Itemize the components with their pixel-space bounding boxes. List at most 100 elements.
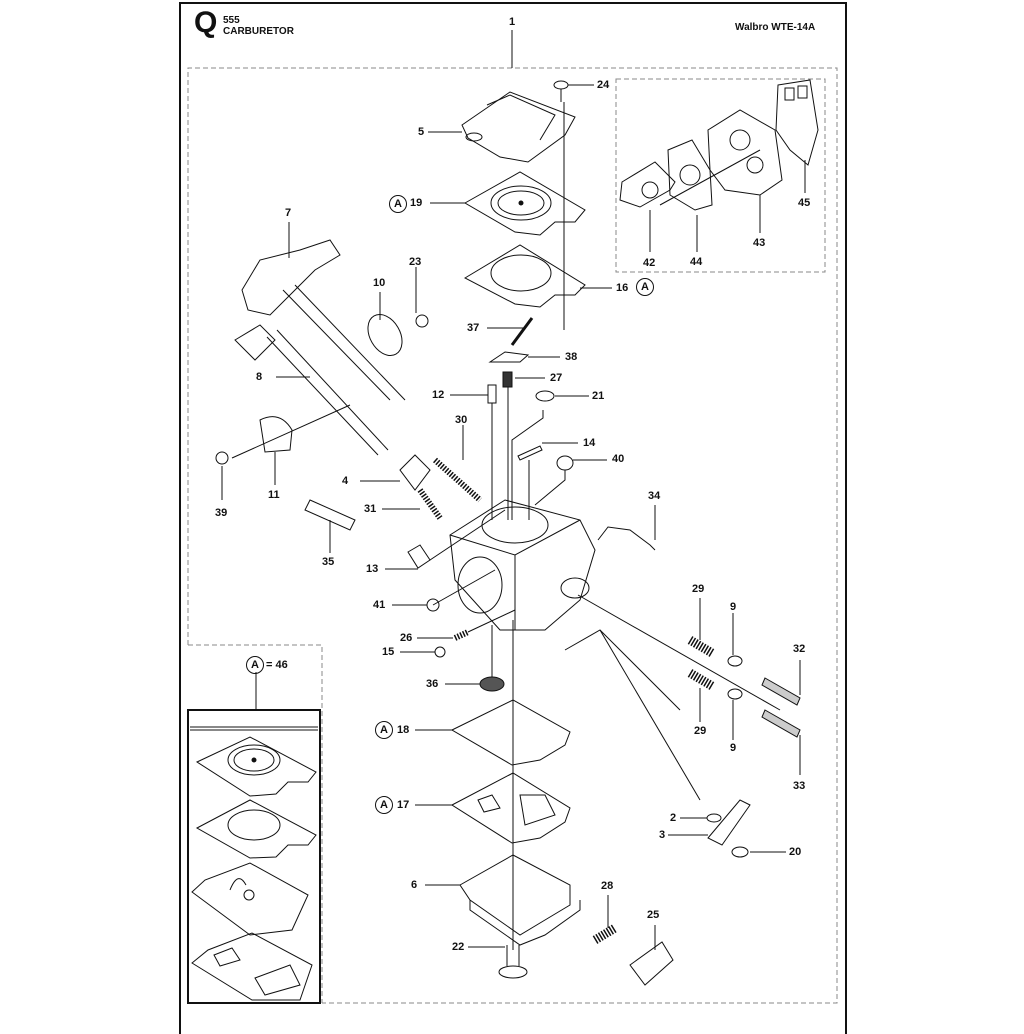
intake-flange-gasket-42 [619, 161, 676, 208]
spring-31 [417, 488, 443, 520]
lever-screw-21 [535, 390, 555, 402]
pump-cover-part [461, 91, 576, 163]
intake-gasket-45 [775, 79, 819, 166]
adjusting-screw-25 [629, 941, 674, 986]
carburetor-model: Walbro WTE-14A [735, 22, 816, 33]
callout-17[interactable]: 17 [397, 799, 410, 811]
callout-36[interactable]: 36 [426, 678, 439, 690]
callout-28[interactable]: 28 [601, 880, 614, 892]
metering-cover-6 [459, 854, 581, 946]
callout-35[interactable]: 35 [322, 556, 335, 568]
choke-screw-39 [215, 451, 229, 465]
callout-24[interactable]: 24 [597, 79, 610, 91]
pin-14 [517, 445, 543, 461]
callout-37[interactable]: 37 [467, 322, 480, 334]
callout-16[interactable]: 16 [616, 282, 629, 294]
callout-14[interactable]: 14 [583, 437, 596, 449]
callout-31[interactable]: 31 [364, 503, 377, 515]
callout-2[interactable]: 2 [670, 812, 677, 824]
pin-35 [304, 499, 356, 531]
spring-29b [687, 669, 715, 690]
callout-29-upper[interactable]: 29 [692, 583, 705, 595]
callout-15[interactable]: 15 [382, 646, 395, 658]
callout-42[interactable]: 42 [643, 257, 656, 269]
callout-12[interactable]: 12 [432, 389, 445, 401]
intake-dashed-frame [615, 78, 826, 273]
callout-41[interactable]: 41 [373, 599, 386, 611]
callout-20[interactable]: 20 [789, 846, 802, 858]
callout-19[interactable]: 19 [410, 197, 423, 209]
choke-valve-part [259, 416, 293, 453]
plug-13 [407, 544, 431, 569]
callout-30[interactable]: 30 [455, 414, 468, 426]
callout-10[interactable]: 10 [373, 277, 386, 289]
kit-marker-17: A [375, 796, 393, 814]
callout-18[interactable]: 18 [397, 724, 410, 736]
callout-32[interactable]: 32 [793, 643, 806, 655]
kit-symbol-circle: A [246, 656, 264, 674]
seal-9a [727, 655, 743, 667]
callout-39[interactable]: 39 [215, 507, 228, 519]
callout-29-lower[interactable]: 29 [694, 725, 707, 737]
seal-9b [727, 688, 743, 700]
hi-speed-needle-32 [761, 677, 801, 706]
callout-4[interactable]: 4 [342, 475, 349, 487]
kit-metering-gasket-icon [191, 932, 313, 1001]
intake-gasket-44 [667, 139, 713, 211]
callout-45[interactable]: 45 [798, 197, 811, 209]
screw-20 [731, 846, 749, 858]
fuel-tube-34 [597, 526, 656, 551]
callout-8[interactable]: 8 [256, 371, 263, 383]
cover-screw-part [553, 80, 569, 102]
page-title: CARBURETOR [223, 26, 294, 37]
throttle-lever-part [241, 239, 406, 401]
kit-pump-gasket-icon [191, 862, 309, 936]
callout-26[interactable]: 26 [400, 632, 413, 644]
callout-27[interactable]: 27 [550, 372, 563, 384]
check-ball-15 [434, 646, 446, 658]
callout-40[interactable]: 40 [612, 453, 625, 465]
kit-box [187, 709, 321, 1004]
callout-9-lower[interactable]: 9 [730, 742, 737, 754]
callout-43[interactable]: 43 [753, 237, 766, 249]
fuel-screen-36 [479, 676, 505, 692]
callout-5[interactable]: 5 [418, 126, 425, 138]
kit-dashed-frame [188, 644, 323, 1003]
callout-3[interactable]: 3 [659, 829, 666, 841]
kit-equals-label: = 46 [266, 659, 288, 671]
lever-pin-37 [510, 317, 534, 346]
kit-marker-19: A [389, 195, 407, 213]
pump-gasket-part [463, 244, 586, 308]
kit-marker-18: A [375, 721, 393, 739]
callout-25[interactable]: 25 [647, 909, 660, 921]
callout-7[interactable]: 7 [285, 207, 292, 219]
callout-34[interactable]: 34 [648, 490, 661, 502]
callout-44[interactable]: 44 [690, 256, 703, 268]
callout-11[interactable]: 11 [268, 489, 280, 501]
callout-22[interactable]: 22 [452, 941, 465, 953]
carburetor-body-part [449, 499, 596, 631]
cover-screw-22 [498, 945, 528, 979]
metering-lever-38 [488, 351, 530, 363]
valve-screw-23 [415, 314, 429, 328]
callout-13[interactable]: 13 [366, 563, 379, 575]
callout-9-upper[interactable]: 9 [730, 601, 737, 613]
spring-29a [687, 636, 715, 657]
lever-3 [707, 799, 751, 846]
callout-6[interactable]: 6 [411, 879, 418, 891]
callout-21[interactable]: 21 [592, 390, 605, 402]
lever-spring-27 [502, 371, 513, 388]
kit-gasket-icon [195, 799, 317, 859]
callout-23[interactable]: 23 [409, 256, 422, 268]
callout-38[interactable]: 38 [565, 351, 578, 363]
throttle-valve-part [367, 314, 403, 356]
pump-gasket-18 [450, 699, 571, 766]
plug-40 [556, 455, 574, 471]
callout-1[interactable]: 1 [509, 16, 516, 28]
intake-adapter-43 [707, 109, 783, 196]
lo-speed-needle-33 [761, 709, 801, 738]
washer-2 [706, 813, 722, 823]
callout-33[interactable]: 33 [793, 780, 806, 792]
inlet-needle-12 [487, 384, 497, 404]
